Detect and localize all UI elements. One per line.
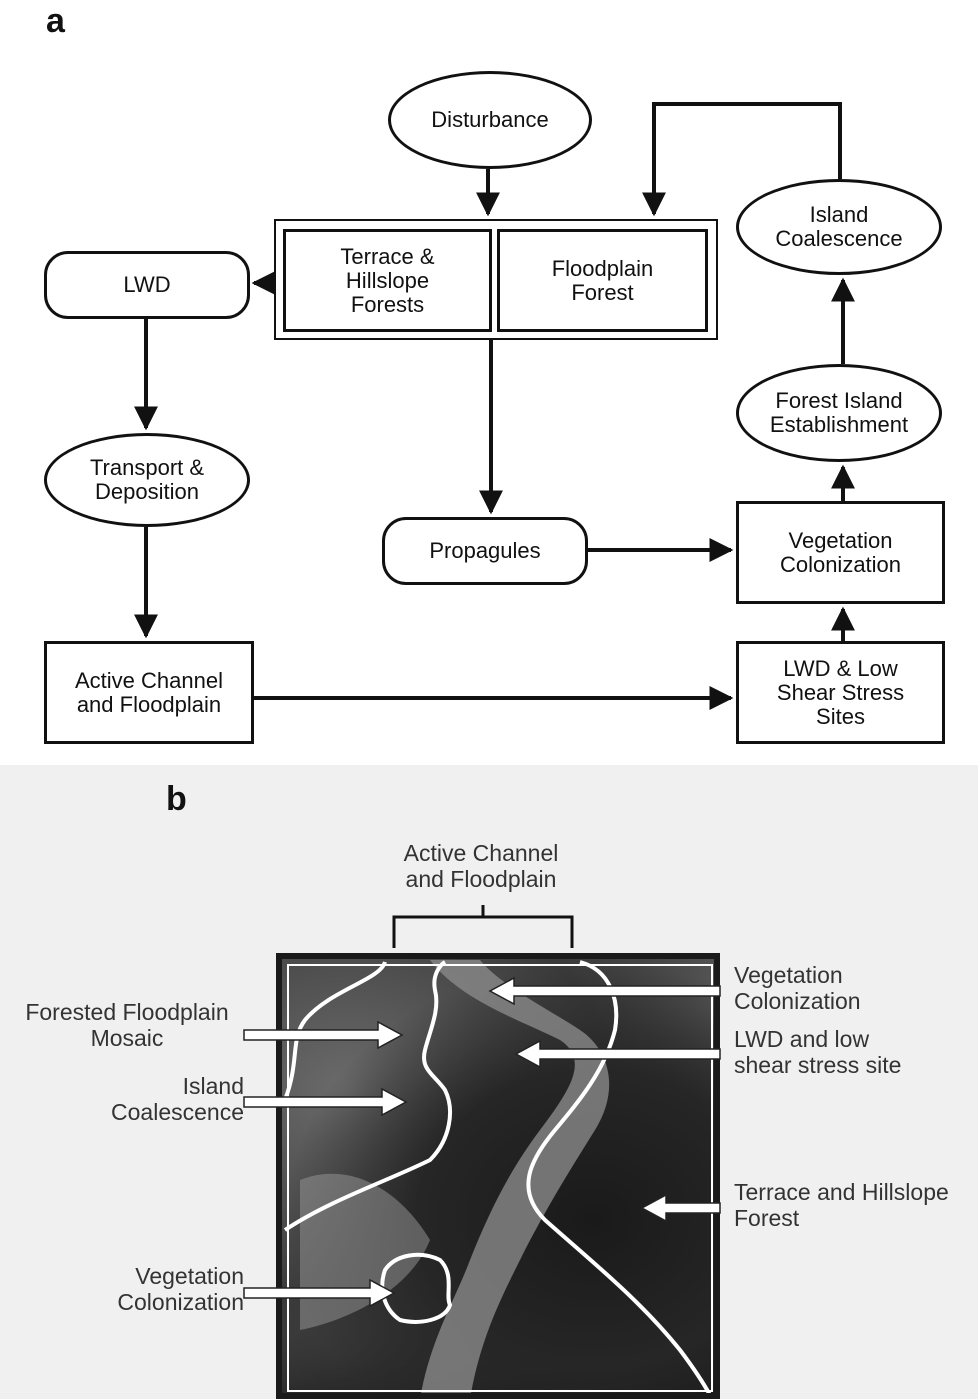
lwd-low-shear-label: LWD and low shear stress site [734, 1026, 902, 1078]
vegetation-colonization-right-label: Vegetation Colonization [734, 962, 861, 1014]
lwd-node: LWD [44, 251, 250, 319]
panel-a-letter: a [46, 2, 65, 40]
aerial-river-photo [276, 953, 720, 1399]
island-coalescence-label: Island Coalescence [111, 1073, 244, 1125]
active-channel-label: Active Channel and Floodplain [403, 840, 559, 892]
lwd-low-shear-stress-node: LWD & Low Shear Stress Sites [736, 641, 945, 744]
forested-floodplain-label: Forested Floodplain Mosaic [25, 999, 229, 1051]
transport-deposition-node: Transport & Deposition [44, 433, 250, 527]
terrace-hillslope-label: Terrace and Hillslope Forest [734, 1179, 949, 1231]
terrace-hillslope-forests-node: Terrace & Hillslope Forests [283, 229, 492, 332]
disturbance-node: Disturbance [388, 71, 592, 169]
floodplain-forest-node: Floodplain Forest [497, 229, 708, 332]
active-channel-floodplain-node: Active Channel and Floodplain [44, 641, 254, 744]
panel-b-letter: b [166, 780, 187, 818]
forest-island-establishment-node: Forest Island Establishment [736, 364, 942, 462]
propagules-node: Propagules [382, 517, 588, 585]
island-coalescence-node: Island Coalescence [736, 179, 942, 275]
vegetation-colonization-node: Vegetation Colonization [736, 501, 945, 604]
vegetation-colonization-left-label: Vegetation Colonization [117, 1263, 244, 1315]
